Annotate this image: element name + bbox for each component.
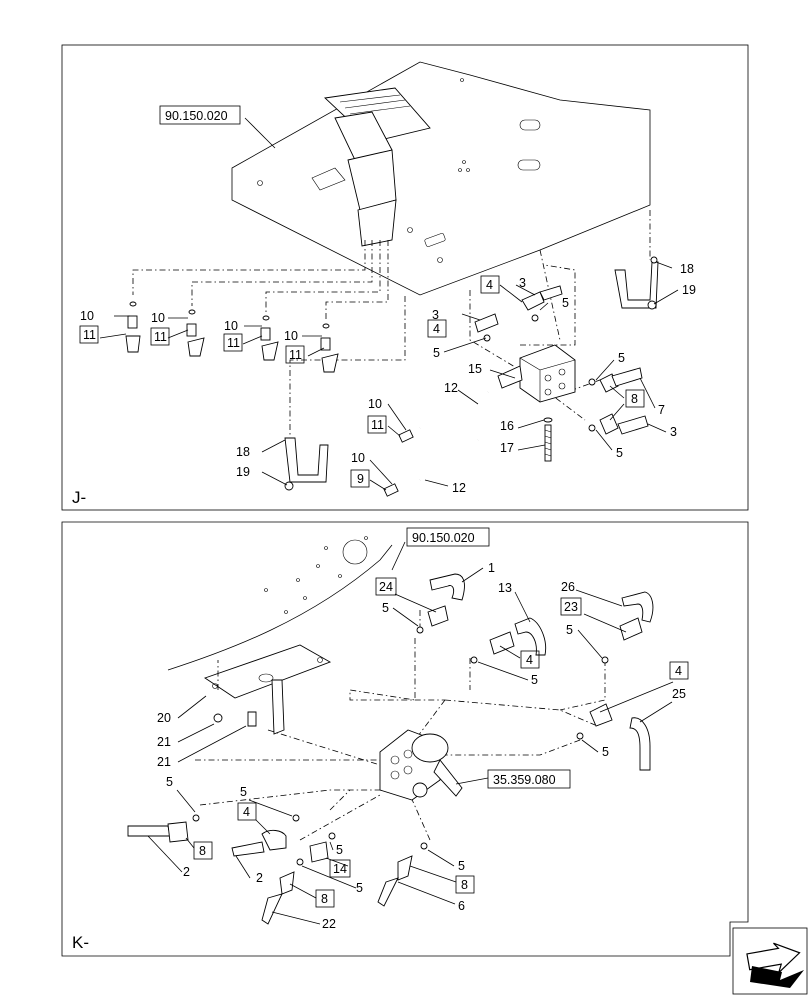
j-bracket-18-left [284, 437, 329, 491]
panel-k-label: K- [72, 933, 89, 952]
j-manifold-fittings [474, 285, 649, 435]
j-callout: 5 [562, 296, 569, 310]
j-leader-lines [99, 117, 679, 491]
k-upper-fittings [416, 573, 654, 771]
k-boxed-callout: 23 [564, 600, 578, 614]
j-fitting-group-3 [260, 315, 279, 361]
j-callouts: 10 10 10 10 11 11 11 11 18 19 18 19 3 3 … [79, 262, 696, 495]
j-callout: 10 [80, 309, 94, 323]
j-ref-box [159, 105, 241, 125]
k-callout: 5 [336, 843, 343, 857]
j-boxed-callout: 9 [357, 472, 364, 486]
j-fitting-group-2 [186, 309, 205, 357]
nav-arrow-icon[interactable] [732, 927, 808, 995]
j-callout: 3 [670, 425, 677, 439]
j-fitting-group-1 [125, 301, 141, 353]
j-callout: 3 [432, 308, 439, 322]
j-callout: 17 [500, 441, 514, 455]
k-callout: 5 [356, 881, 363, 895]
j-callout: 5 [618, 351, 625, 365]
k-callouts: 1 24 5 13 4 5 26 23 5 4 25 5 20 21 21 5 … [157, 561, 689, 931]
j-hose-12 [383, 391, 489, 497]
k-callout: 25 [672, 687, 686, 701]
k-ref-box [406, 527, 490, 547]
j-callout: 10 [224, 319, 238, 333]
k-boxed-callout: 4 [526, 653, 533, 667]
j-boxed-callout: 4 [486, 278, 493, 292]
j-callout: 19 [236, 465, 250, 479]
j-boxed-callout: 8 [631, 392, 638, 406]
k-callout: 5 [382, 601, 389, 615]
panel-j-label: J- [72, 488, 86, 507]
j-bracket-18-right [614, 256, 659, 310]
k-ref-label: 90.150.020 [412, 531, 475, 545]
panel-j-frame [61, 44, 749, 511]
j-callout: 10 [351, 451, 365, 465]
j-boxed-callout: 11 [289, 348, 302, 362]
j-callout: 10 [151, 311, 165, 325]
j-foot-pedal [324, 87, 431, 247]
k-callout: 6 [458, 899, 465, 913]
j-callout: 16 [500, 419, 514, 433]
k-callout: 2 [256, 871, 263, 885]
j-callout: 10 [368, 397, 382, 411]
k-callout: 5 [531, 673, 538, 687]
k-boxed-callout: 24 [379, 580, 393, 594]
j-boxed-callout: 11 [83, 328, 96, 342]
j-manifold-15 [519, 344, 576, 403]
k-callout: 5 [458, 859, 465, 873]
k-valve-ref-label: 35.359.080 [493, 773, 556, 787]
k-boxed-callout: 8 [199, 844, 206, 858]
j-floor-plate [231, 61, 651, 296]
j-callout: 19 [682, 283, 696, 297]
j-boxed-callout: 11 [371, 418, 384, 432]
j-connection-lines [132, 210, 651, 438]
j-boxed-callout: 11 [227, 336, 240, 350]
j-callout: 15 [468, 362, 482, 376]
j-callout: 5 [433, 346, 440, 360]
k-callout: 21 [157, 735, 171, 749]
k-bracket-plate-20 [203, 644, 332, 735]
k-lower-fittings [127, 814, 428, 925]
j-callout: 3 [519, 276, 526, 290]
j-callout: 10 [284, 329, 298, 343]
k-boxed-callout: 8 [461, 878, 468, 892]
k-boxed-callout: 8 [321, 892, 328, 906]
k-valve-ref-box [487, 769, 571, 789]
j-callout: 18 [236, 445, 250, 459]
k-callout: 22 [322, 917, 336, 931]
j-callout: 7 [658, 403, 665, 417]
k-callout: 1 [488, 561, 495, 575]
k-callout: 13 [498, 581, 512, 595]
k-callout: 26 [561, 580, 575, 594]
k-callout: 5 [566, 623, 573, 637]
j-fitting-group-4 [320, 323, 339, 373]
j-bolt-17 [543, 417, 553, 462]
k-leader-lines [147, 541, 674, 925]
k-callout: 2 [183, 865, 190, 879]
k-callout: 5 [602, 745, 609, 759]
j-callout: 12 [452, 481, 466, 495]
k-callout: 5 [240, 785, 247, 799]
panel-k-frame [61, 521, 749, 957]
k-floor-plate [167, 536, 393, 671]
j-ref-label: 90.150.020 [165, 109, 228, 123]
j-boxed-callout: 4 [433, 322, 440, 336]
k-callout: 21 [157, 755, 171, 769]
k-boxed-callout: 4 [243, 805, 250, 819]
k-boxed-callout: 14 [333, 862, 347, 876]
k-callout: 20 [157, 711, 171, 725]
j-callout: 18 [680, 262, 694, 276]
k-callout: 5 [166, 775, 173, 789]
k-boxed-callout: 4 [675, 664, 682, 678]
j-callout: 5 [616, 446, 623, 460]
k-valve-body [379, 729, 463, 801]
j-boxed-callout: 11 [154, 330, 167, 344]
j-callout: 12 [444, 381, 458, 395]
